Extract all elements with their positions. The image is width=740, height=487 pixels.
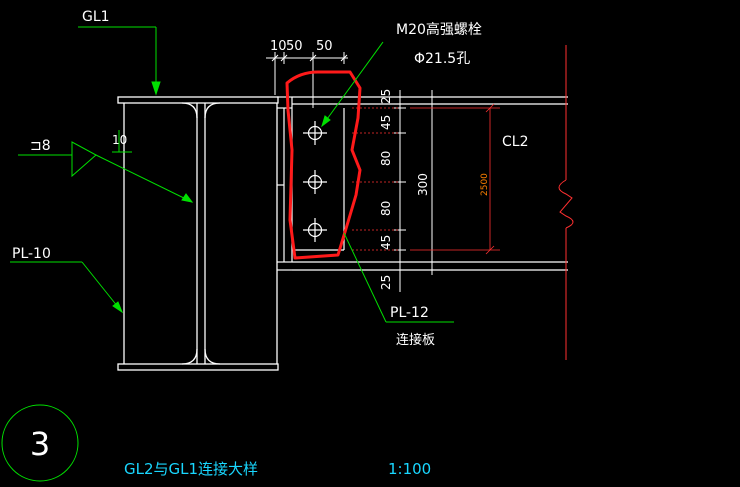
bolt-2 [303,170,327,194]
gl1-top-flange [117,96,279,104]
dim-80-a: 80 [379,151,393,166]
label-gl1: GL1 [82,9,110,25]
gl1-bottom-flange [117,363,279,371]
dim-top-50-a: 50 [286,39,303,54]
label-pl12-note: 连接板 [396,332,435,348]
label-weld-symbol: ⊐8 [30,138,51,154]
drawing-title: GL2与GL1连接大样 [124,460,258,478]
bolt-3 [303,218,327,242]
label-hole-spec: Φ21.5孔 [414,51,470,67]
bolt-group [303,121,327,242]
dim-45-top: 45 [379,115,393,130]
dim-top-50-b: 50 [316,39,333,54]
label-weld-size: 10 [112,133,127,147]
dim-25-bot: 25 [379,275,393,290]
leaders [10,26,454,323]
dim-80-b: 80 [379,201,393,216]
dim-300: 300 [416,173,430,196]
detail-number-circle [1,404,79,482]
gl1-beam [117,96,279,371]
drawing-scale: 1:100 [388,460,431,478]
gl2-beam [292,96,568,271]
dim-45-bot: 45 [379,235,393,250]
dim-2500: 2500 [480,173,490,196]
break-line [558,45,574,360]
dim-25-top: 25 [379,89,393,104]
bolt-1 [303,121,327,145]
pl12-plate [277,96,345,271]
label-cl2: CL2 [502,134,528,150]
label-bolt-spec: M20高强螺栓 [396,21,482,38]
dim-top-10: 10 [270,39,287,54]
label-pl10: PL-10 [12,246,51,262]
label-pl12: PL-12 [390,305,429,321]
dim-2500-lines [410,103,500,255]
top-dimension [266,52,348,108]
detail-number: 3 [30,425,50,463]
